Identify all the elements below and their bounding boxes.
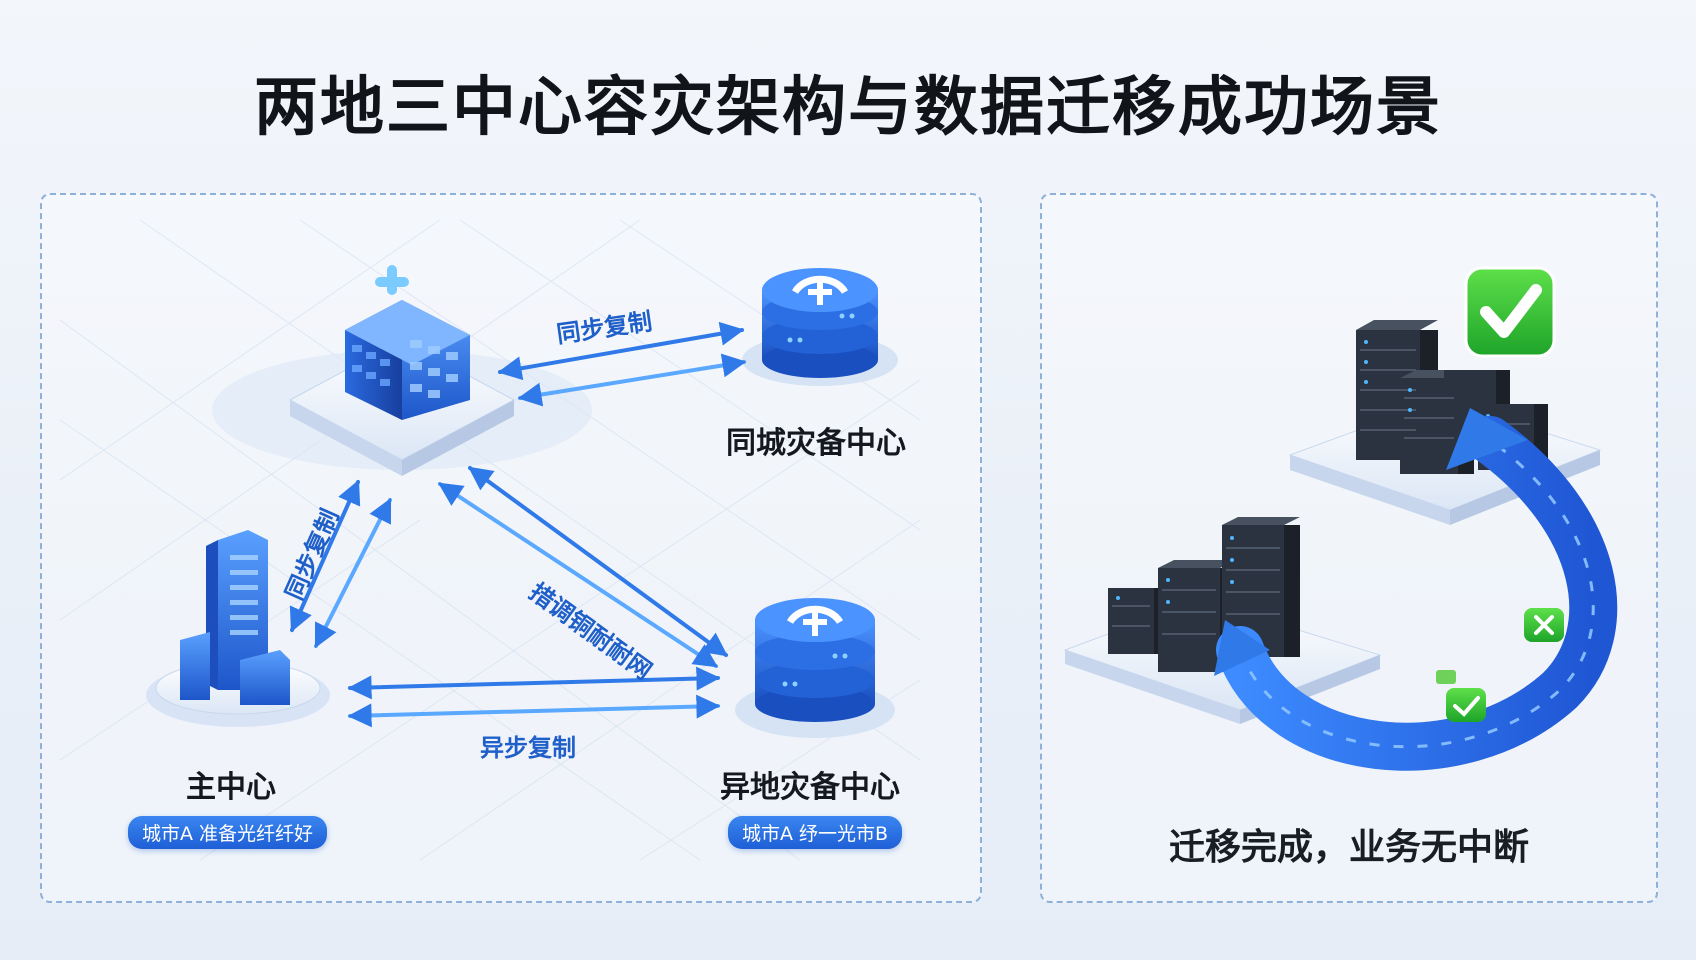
left-sync-arrow-b	[314, 497, 392, 649]
error-chip-icon	[1524, 608, 1564, 642]
bottom-async-arrow-b	[347, 694, 721, 728]
same-city-label: 同城灾备中心	[726, 426, 906, 461]
remote-center-tag: 城市A 纾一光市B	[728, 816, 903, 849]
main-center-label: 主中心	[186, 770, 276, 805]
bottom-async-arrow-a	[347, 666, 721, 700]
diagonal-arrow-b	[437, 482, 719, 668]
remote-center-label: 异地灾备中心	[720, 770, 900, 805]
remote-database-icon	[735, 598, 895, 738]
bottom-async-label: 异步复制	[480, 734, 576, 762]
source-server-cluster	[1063, 517, 1382, 724]
page-title: 两地三中心容灾架构与数据迁移成功场景	[254, 71, 1442, 145]
main-center-buildings	[146, 530, 330, 727]
same-city-database-icon	[742, 268, 898, 386]
hq-building	[212, 265, 592, 476]
top-sync-arrow-b	[517, 353, 747, 407]
migration-caption: 迁移完成，业务无中断	[1168, 827, 1529, 868]
main-center-tag: 城市A 准备光纤纤好	[128, 816, 328, 849]
success-check-icon	[1464, 266, 1556, 358]
small-check-chip-icon	[1436, 670, 1486, 722]
replication-links	[289, 321, 747, 728]
migration-flow-arrow	[1214, 408, 1618, 771]
